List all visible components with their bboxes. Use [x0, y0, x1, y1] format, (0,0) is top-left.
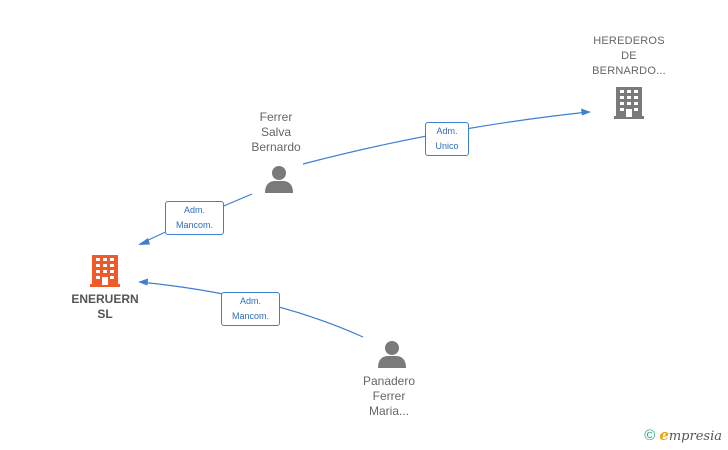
- arrow-head: [138, 238, 150, 245]
- arrow-head: [138, 278, 148, 286]
- person-icon[interactable]: [378, 341, 406, 368]
- person-icon[interactable]: [265, 166, 293, 193]
- node-label-herederos[interactable]: HEREDEROS DE BERNARDO...: [592, 35, 666, 77]
- brand-watermark: © empresia: [644, 426, 722, 445]
- edge-label-adm-mancom: Adm. Mancom.: [221, 292, 280, 326]
- empresia-logo: empresia: [659, 426, 722, 444]
- node-label-panadero[interactable]: Panadero Ferrer Maria...: [362, 374, 416, 418]
- arrow-head: [581, 108, 591, 116]
- building-icon[interactable]: [613, 85, 645, 119]
- node-label-ferrer[interactable]: Ferrer Salva Bernardo: [251, 110, 301, 154]
- edge-label-adm-mancom: Adm. Mancom.: [165, 201, 224, 235]
- node-label-eneruern[interactable]: ENERUERN SL: [71, 292, 139, 321]
- copyright-icon: ©: [644, 427, 656, 444]
- edge-label-adm-unico: Adm. Unico: [425, 122, 469, 156]
- building-icon[interactable]: [90, 255, 120, 287]
